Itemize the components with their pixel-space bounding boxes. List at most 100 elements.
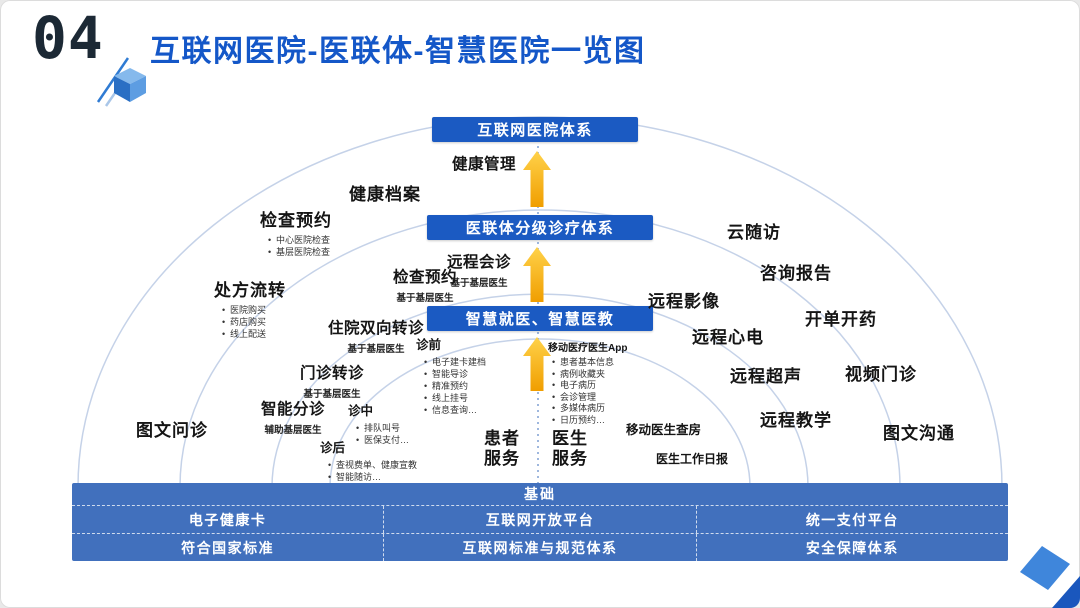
flow-label-text: 健康管理 [452, 156, 517, 173]
tier-banner-smart-care: 智慧就医、智慧医教 [427, 306, 653, 331]
node-title: 咨询报告 [760, 264, 832, 283]
bullet-item: 医保支付… [356, 434, 409, 446]
node-sub-list: 电子建卡建档 智能导诊 精准预约 线上挂号 信息查询… [424, 356, 486, 416]
bullet-item: 信息查询… [424, 404, 486, 416]
bullet-item: 排队叫号 [356, 422, 409, 434]
node-title: 健康档案 [349, 185, 421, 204]
flow-label-sub: 基于基层医生 [450, 278, 508, 289]
node-sub: 基于基层医生 [303, 389, 361, 400]
node-remote-teaching: 远程教学 [760, 406, 832, 431]
node-during-visit: 诊中 排队叫号 医保支付… [348, 400, 409, 446]
bullet-item: 智能导诊 [424, 368, 486, 380]
node-remote-imaging: 远程影像 [648, 287, 720, 312]
node-sub-list: 患者基本信息 病例收藏夹 电子病历 会诊管理 多媒体病历 日历预约… [552, 357, 627, 426]
foundation-cell-security-system: 安全保障体系 [695, 534, 1008, 561]
foundation-cell-internet-standard: 互联网标准与规范体系 [383, 534, 695, 561]
node-title: 远程心电 [692, 328, 764, 347]
node-two-way-referral: 住院双向转诊 基于基层医生 [328, 316, 424, 355]
tier-banner-medical-consortium: 医联体分级诊疗体系 [427, 215, 653, 240]
tier-banner-internet-hospital: 互联网医院体系 [432, 117, 638, 142]
bullet-item: 患者基本信息 [552, 357, 627, 369]
node-video-outpatient: 视频门诊 [845, 360, 917, 385]
node-title: 处方流转 [214, 281, 286, 300]
node-exam-booking-mid: 检查预约 基于基层医生 [393, 265, 457, 304]
flow-label-health-management: 健康管理 [452, 152, 516, 174]
node-mobile-ward-rounds: 移动医生查房 [626, 419, 701, 438]
up-arrow-middle [523, 247, 551, 302]
corner-decoration [1020, 546, 1080, 608]
foundation-cell-national-standard: 符合国家标准 [181, 539, 275, 556]
arc-second [179, 209, 901, 488]
bullet-item: 线上挂号 [424, 392, 486, 404]
node-sub: 辅助基层医生 [264, 425, 322, 436]
bullet-item: 病例收藏夹 [552, 369, 627, 381]
bullet-item: 精准预约 [424, 380, 486, 392]
foundation-row-platforms: 电子健康卡 互联网开放平台 统一支付平台 [72, 505, 1008, 533]
bullet-item: 药店购买 [222, 316, 286, 328]
node-sub-list: 医院购买 药店购买 线上配送 [222, 304, 286, 340]
bullet-item: 电子病历 [552, 380, 627, 392]
flow-label-remote-consultation: 远程会诊 基于基层医生 [447, 250, 511, 289]
node-pre-visit: 诊前 电子建卡建档 智能导诊 精准预约 线上挂号 信息查询… [416, 334, 486, 416]
node-title: 开单开药 [805, 310, 877, 329]
arc-inner [329, 338, 751, 488]
node-order-and-prescribe: 开单开药 [805, 305, 877, 330]
slide-number: 04 [32, 4, 104, 72]
flow-label-text: 远程会诊 [447, 254, 512, 271]
node-prescription-flow: 处方流转 医院购买 药店购买 线上配送 [214, 276, 286, 340]
node-title: 移动医生查房 [626, 423, 702, 437]
node-sub: 基于基层医生 [347, 344, 405, 355]
bullet-item: 日历预约… [552, 415, 627, 427]
foundation-header: 基础 [524, 486, 556, 502]
node-title: 移动医疗医生App [548, 343, 628, 354]
bullet-item: 中心医院检查 [268, 234, 332, 246]
node-sub: 基于基层医生 [396, 293, 454, 304]
bullet-item: 多媒体病历 [552, 403, 627, 415]
foundation-cell-open-platform: 互联网开放平台 [383, 506, 695, 533]
node-title: 诊前 [416, 338, 442, 352]
bullet-item: 电子建卡建档 [424, 356, 486, 368]
node-title: 远程影像 [648, 292, 720, 311]
node-sub-list: 中心医院检查 基层医院检查 [268, 234, 332, 258]
node-title: 视频门诊 [845, 365, 917, 384]
node-cloud-followup: 云随访 [727, 218, 781, 243]
node-consult-report: 咨询报告 [760, 259, 832, 284]
bullet-item: 查视费单、健康宣教 [328, 459, 417, 471]
foundation-cell-health-card: 电子健康卡 [188, 511, 267, 528]
node-sub-list: 排队叫号 医保支付… [356, 422, 409, 446]
node-title: 医生工作日报 [656, 452, 729, 466]
node-title: 远程超声 [730, 367, 802, 386]
label-patient-service: 患者服务 [484, 429, 520, 468]
foundation-bar: 基础 电子健康卡 互联网开放平台 统一支付平台 符合国家标准 互联网标准与规范体… [72, 483, 1008, 561]
foundation-cell-payment-platform: 统一支付平台 [695, 506, 1008, 533]
up-arrow-bottom [523, 337, 551, 391]
bullet-item: 会诊管理 [552, 392, 627, 404]
node-sub-list: 查视费单、健康宣教 智能随访… [328, 459, 417, 483]
node-remote-ecg: 远程心电 [692, 323, 764, 348]
node-title: 图文沟通 [883, 424, 955, 443]
node-title: 诊后 [320, 441, 346, 455]
node-title: 诊中 [348, 404, 374, 418]
node-title: 检查预约 [260, 211, 332, 230]
node-title: 门诊转诊 [300, 365, 365, 382]
up-arrow-top [523, 151, 551, 207]
node-title: 智能分诊 [261, 401, 326, 418]
node-exam-booking-outer: 检查预约 中心医院检查 基层医院检查 [260, 206, 332, 258]
slide-title: 互联网医院-医联体-智慧医院一览图 [150, 35, 646, 68]
bullet-item: 线上配送 [222, 328, 286, 340]
cube-logo-icon [96, 57, 146, 107]
node-outpatient-referral: 门诊转诊 基于基层医生 [300, 361, 364, 400]
node-mobile-doctor-app: 移动医疗医生App 患者基本信息 病例收藏夹 电子病历 会诊管理 多媒体病历 日… [548, 339, 627, 426]
node-health-archive: 健康档案 [349, 180, 421, 205]
bullet-item: 基层医院检查 [268, 246, 332, 258]
node-title: 检查预约 [393, 269, 458, 286]
node-doctor-daily-report: 医生工作日报 [656, 450, 728, 467]
node-title: 图文问诊 [136, 421, 208, 440]
node-remote-ultrasound: 远程超声 [730, 362, 802, 387]
node-image-text-communication: 图文沟通 [883, 419, 955, 444]
node-image-text-inquiry: 图文问诊 [136, 416, 208, 441]
node-title: 云随访 [727, 223, 781, 242]
node-post-visit: 诊后 查视费单、健康宣教 智能随访… [320, 437, 417, 483]
node-smart-triage: 智能分诊 辅助基层医生 [261, 397, 325, 436]
